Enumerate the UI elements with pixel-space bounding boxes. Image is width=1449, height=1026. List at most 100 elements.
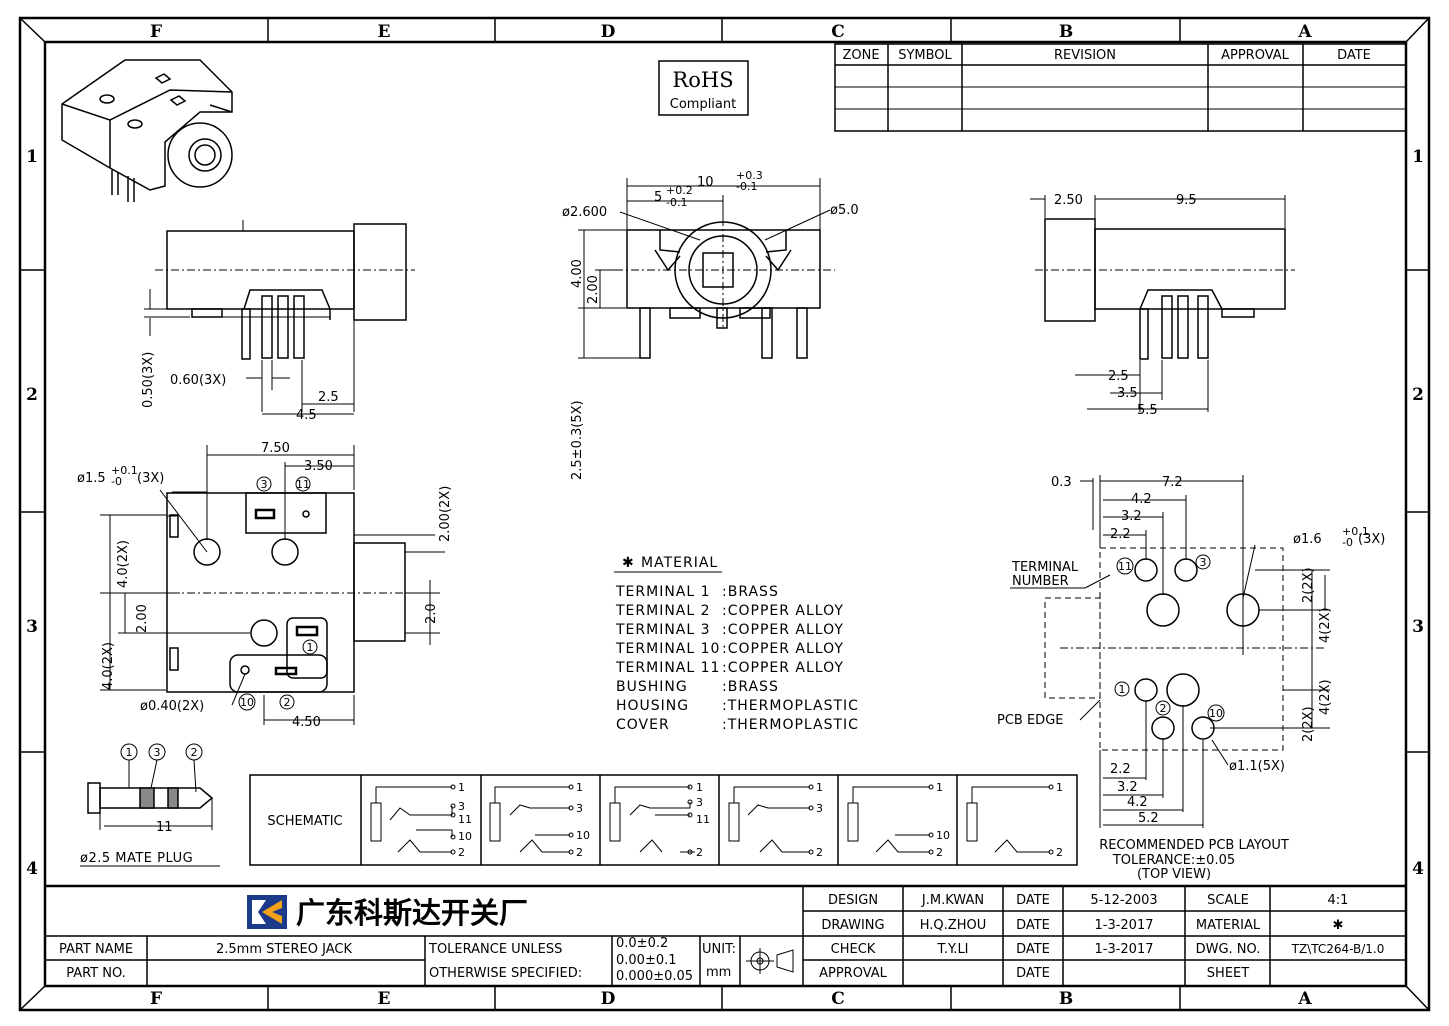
schematic-terminal: 1 xyxy=(696,781,703,794)
terminal-number: 2 xyxy=(284,696,291,709)
dim-label: 11 xyxy=(156,820,173,835)
dim-label: 7.2 xyxy=(1162,475,1183,490)
schematic-terminal: 2 xyxy=(936,846,943,859)
material-value: :THERMOPLASTIC xyxy=(722,698,859,714)
schematic-cell-4 xyxy=(728,784,814,855)
zone-col-label: B xyxy=(1059,22,1073,42)
dim-label: 4.0(2X) xyxy=(101,642,116,690)
schematic-cell-1 xyxy=(370,784,456,855)
terminal-number-label: NUMBER xyxy=(1012,574,1069,589)
dim-label: 5 xyxy=(654,190,662,205)
schematic-terminal: 3 xyxy=(816,802,823,815)
schematic-cell-6 xyxy=(966,784,1054,855)
terminal-number: 1 xyxy=(126,746,133,759)
pcb-layout-view: (TOP VIEW) xyxy=(1137,867,1211,882)
schematic-terminal: 2 xyxy=(576,846,583,859)
schematic-cell-5 xyxy=(847,784,934,855)
side-view-right xyxy=(1035,218,1295,360)
tolerance-value: 0.00±0.1 xyxy=(616,953,677,968)
front-view-dims xyxy=(578,178,831,359)
schematic-terminal: 2 xyxy=(1056,846,1063,859)
dim-label: 2(2X) xyxy=(1301,706,1316,742)
zone-col-label: F xyxy=(150,22,162,42)
company-name: 广东科斯达开关厂 xyxy=(296,896,528,930)
zone-col-label: E xyxy=(378,989,391,1009)
dim-label: 4.0(2X) xyxy=(116,540,131,588)
material-part: TERMINAL 1 xyxy=(615,584,711,600)
schematic-terminal: 3 xyxy=(458,800,465,813)
dim-label: +0.1 xyxy=(111,464,138,477)
scale-label: SCALE xyxy=(1207,893,1249,908)
dim-label: 4.00 xyxy=(570,259,585,288)
dim-label: 10 xyxy=(697,175,714,190)
zone-row-label: 1 xyxy=(1412,147,1424,167)
material-value: :COPPER ALLOY xyxy=(722,622,844,638)
dim-label: (3X) xyxy=(137,471,164,486)
side-view-left xyxy=(155,220,415,360)
terminal-number: 10 xyxy=(1209,707,1223,720)
sheet-label: SHEET xyxy=(1207,966,1249,981)
unit-label: UNIT: xyxy=(702,942,736,957)
material-part: TERMINAL 11 xyxy=(615,660,720,676)
dwg-no-value: TZ\TC264-B/1.0 xyxy=(1291,942,1385,956)
material-value: :BRASS xyxy=(722,584,779,600)
material-value: :COPPER ALLOY xyxy=(722,660,844,676)
zone-row-label: 3 xyxy=(1412,617,1424,637)
dim-label: ø1.6 xyxy=(1293,532,1322,547)
zone-col-label: E xyxy=(378,22,391,42)
revision-header: ZONE xyxy=(842,48,879,63)
dim-label: 2.2 xyxy=(1110,527,1131,542)
dim-label: 0.3 xyxy=(1051,475,1072,490)
dim-label: 0.60(3X) xyxy=(170,373,226,388)
dwg-no-label: DWG. NO. xyxy=(1196,942,1261,957)
date-label: DATE xyxy=(1016,966,1050,981)
terminal-number: 10 xyxy=(240,696,254,709)
dim-label: 3.5 xyxy=(1117,386,1138,401)
zone-col-label: F xyxy=(150,989,162,1009)
pcb-layout-title: RECOMMENDED PCB LAYOUT xyxy=(1099,838,1289,853)
dim-label: 5.2 xyxy=(1138,811,1159,826)
design-value: J.M.KWAN xyxy=(921,893,984,908)
dim-label: -0 xyxy=(111,475,122,488)
zone-rows-left: 1 2 3 4 xyxy=(26,147,38,879)
mate-plug xyxy=(80,759,220,867)
revision-header: APPROVAL xyxy=(1221,48,1290,63)
check-value: T.Y.LI xyxy=(936,942,968,957)
dim-label: ø0.40(2X) xyxy=(140,699,204,714)
tolerance-value: 0.0±0.2 xyxy=(616,936,668,951)
dim-label: 2.5 xyxy=(1108,369,1129,384)
material-value: :THERMOPLASTIC xyxy=(722,717,859,733)
schematic-terminal: 11 xyxy=(696,813,710,826)
date-label: DATE xyxy=(1016,893,1050,908)
tolerance-label: OTHERWISE SPECIFIED: xyxy=(429,966,582,981)
inner-frame xyxy=(43,40,1408,988)
dim-label: 2.00 xyxy=(135,604,150,633)
company-logo xyxy=(247,895,287,929)
schematic-terminal: 2 xyxy=(816,846,823,859)
mate-plug-markers: 1 3 2 xyxy=(120,743,203,761)
approval-label: APPROVAL xyxy=(819,966,888,981)
dim-label: 4.50 xyxy=(292,715,321,730)
dim-label: 3.2 xyxy=(1117,780,1138,795)
material-title: MATERIAL xyxy=(641,555,718,571)
dim-label: 3.50 xyxy=(304,459,333,474)
schematic-terminal: 1 xyxy=(816,781,823,794)
schematic-table xyxy=(249,774,1078,866)
material-part: TERMINAL 2 xyxy=(615,603,711,619)
pcb-edge-label: PCB EDGE xyxy=(997,713,1063,728)
pcb-layout-dims xyxy=(1010,475,1330,828)
material-value: :BRASS xyxy=(722,679,779,695)
schematic-terminal: 1 xyxy=(576,781,583,794)
part-name-value: 2.5mm STEREO JACK xyxy=(216,942,352,957)
terminal-number: 1 xyxy=(307,641,314,654)
schematic-cell-3 xyxy=(609,784,695,855)
dim-label: 2.00 xyxy=(586,275,601,304)
zone-rows-right: 1 2 3 4 xyxy=(1412,147,1424,879)
schematic-terminal: 2 xyxy=(458,846,465,859)
dim-label: 4.2 xyxy=(1131,492,1152,507)
dim-label: 3.2 xyxy=(1121,509,1142,524)
schematic-terminal: 3 xyxy=(576,802,583,815)
date-value: 1-3-2017 xyxy=(1094,918,1153,933)
dim-label: -0.1 xyxy=(736,180,757,193)
